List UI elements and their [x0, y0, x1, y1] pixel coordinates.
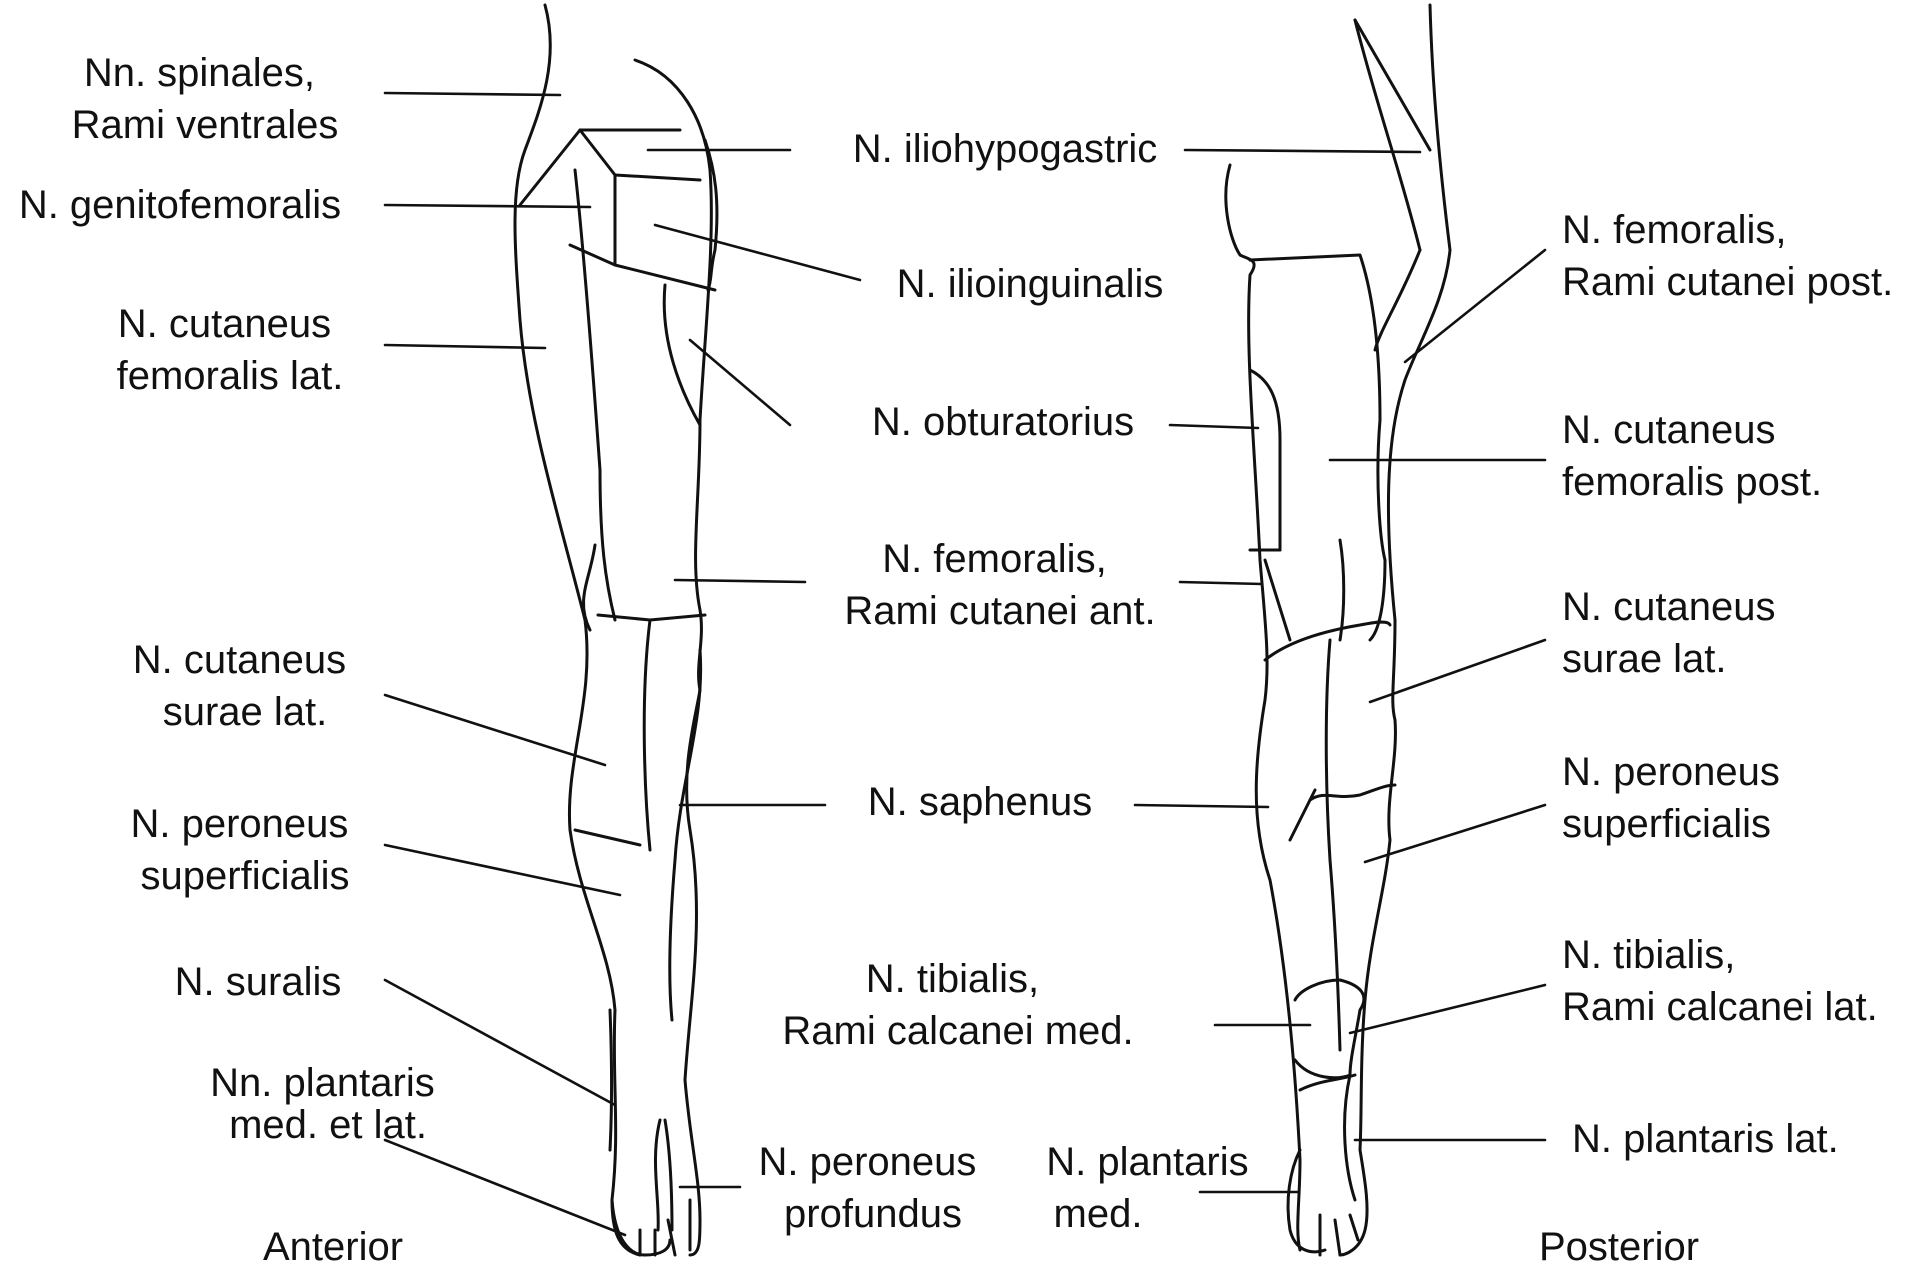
label-femoralis-post-line-1: N. femoralis,	[1562, 208, 1787, 252]
view-caption-posterior: Posterior	[1539, 1225, 1699, 1269]
label-cut-surae-lat-post-line-1: N. cutaneus	[1562, 585, 1775, 629]
label-cut-surae-lat-post: N. cutaneus surae lat.	[1562, 585, 1787, 681]
label-plantaris-lat: N. plantaris lat.	[1572, 1117, 1839, 1161]
label-obturatorius-line-1: N. obturatorius	[872, 400, 1134, 444]
leader-obturatorius	[690, 340, 790, 425]
label-cut-fem-post-line-1: N. cutaneus	[1562, 408, 1775, 452]
label-peroneus-sup-ant-line-2: superficialis	[141, 854, 350, 898]
label-peroneus-sup-post: N. peroneus superficialis	[1562, 750, 1791, 846]
label-nn-spinales-line-1: Nn. spinales,	[84, 51, 315, 95]
label-femoralis-ant-line-1: N. femoralis,	[882, 537, 1107, 581]
label-plantaris-med: N. plantaris med.	[1046, 1140, 1259, 1236]
leader-cut-fem-lat	[385, 345, 545, 348]
leader-tibialis-lat	[1350, 985, 1545, 1033]
leader-ilioinguinalis	[655, 225, 860, 280]
label-peroneus-sup-ant: N. peroneus superficialis	[130, 802, 359, 898]
label-plantaris-med-lat-line-2: med. et lat.	[229, 1103, 427, 1147]
label-obturatorius: N. obturatorius	[872, 400, 1134, 444]
label-tibialis-med: N. tibialis, Rami calcanei med.	[782, 957, 1133, 1053]
leader-cut-surae-lat-ant	[385, 695, 605, 765]
label-tibialis-med-line-1: N. tibialis,	[866, 957, 1039, 1001]
label-tibialis-lat-line-1: N. tibialis,	[1562, 933, 1735, 977]
label-plantaris-med-lat-line-1: Nn. plantaris	[210, 1061, 435, 1105]
label-genitofemoralis: N. genitofemoralis	[19, 183, 341, 227]
leader-iliohypogastric-post	[1185, 150, 1420, 152]
label-plantaris-med-line-1: N. plantaris	[1046, 1140, 1248, 1184]
label-cut-surae-lat-ant-line-2: surae lat.	[163, 690, 328, 734]
label-cut-surae-lat-ant-line-1: N. cutaneus	[133, 638, 346, 682]
label-tibialis-lat: N. tibialis, Rami calcanei lat.	[1562, 933, 1878, 1029]
label-cut-fem-lat: N. cutaneus femoralis lat.	[117, 302, 344, 398]
label-femoralis-ant: N. femoralis, Rami cutanei ant.	[844, 537, 1155, 633]
label-peroneus-sup-ant-line-1: N. peroneus	[130, 802, 348, 846]
label-saphenus-line-1: N. saphenus	[868, 780, 1093, 824]
label-femoralis-ant-line-2: Rami cutanei ant.	[844, 589, 1155, 633]
label-plantaris-lat-line-1: N. plantaris lat.	[1572, 1117, 1839, 1161]
label-cut-fem-lat-line-1: N. cutaneus	[118, 302, 331, 346]
leader-genitofemoralis	[385, 205, 590, 207]
posterior-leg-outline	[1226, 5, 1450, 1255]
label-nn-spinales-line-2: Rami ventrales	[72, 103, 339, 147]
leader-femoralis-post	[1405, 250, 1545, 362]
label-peroneus-prof-line-2: profundus	[784, 1192, 962, 1236]
label-tibialis-lat-line-2: Rami calcanei lat.	[1562, 985, 1878, 1029]
label-peroneus-prof-line-1: N. peroneus	[758, 1140, 976, 1184]
label-plantaris-med-lat: Nn. plantaris med. et lat.	[210, 1061, 446, 1147]
label-cut-fem-lat-line-2: femoralis lat.	[117, 354, 344, 398]
label-femoralis-post: N. femoralis, Rami cutanei post.	[1562, 208, 1893, 304]
label-peroneus-sup-post-line-2: superficialis	[1562, 802, 1771, 846]
leader-femoralis-ant	[675, 580, 805, 582]
label-cut-fem-post-line-2: femoralis post.	[1562, 460, 1822, 504]
label-suralis-line-1: N. suralis	[175, 960, 342, 1004]
label-cut-surae-lat-ant: N. cutaneus surae lat.	[133, 638, 358, 734]
label-femoralis-post-line-2: Rami cutanei post.	[1562, 260, 1893, 304]
view-caption-anterior: Anterior	[263, 1225, 403, 1269]
leader-peroneus-sup-ant	[385, 845, 620, 895]
label-peroneus-prof: N. peroneus profundus	[758, 1140, 987, 1236]
leader-saphenus-post	[1135, 805, 1268, 807]
label-cut-surae-lat-post-line-2: surae lat.	[1562, 637, 1727, 681]
label-cut-fem-post: N. cutaneus femoralis post.	[1562, 408, 1822, 504]
label-ilioinguinalis-line-1: N. ilioinguinalis	[897, 262, 1164, 306]
leader-cut-surae-lat-post	[1370, 640, 1545, 702]
label-saphenus: N. saphenus	[868, 780, 1093, 824]
label-suralis: N. suralis	[175, 960, 342, 1004]
label-plantaris-med-line-2: med.	[1054, 1192, 1143, 1236]
label-tibialis-med-line-2: Rami calcanei med.	[782, 1009, 1133, 1053]
label-iliohypogastric-line-1: N. iliohypogastric	[853, 127, 1158, 171]
leader-femoralis-ant-post	[1180, 582, 1262, 584]
label-nn-spinales: Nn. spinales, Rami ventrales	[72, 51, 339, 147]
label-peroneus-sup-post-line-1: N. peroneus	[1562, 750, 1780, 794]
leader-nn-spinales	[385, 93, 560, 95]
leader-plantaris-med-lat	[385, 1140, 625, 1235]
label-ilioinguinalis: N. ilioinguinalis	[897, 262, 1164, 306]
leader-obturatorius-post	[1170, 425, 1258, 428]
label-genitofemoralis-line-1: N. genitofemoralis	[19, 183, 341, 227]
label-iliohypogastric: N. iliohypogastric	[853, 127, 1158, 171]
leader-peroneus-sup-post	[1365, 805, 1545, 862]
